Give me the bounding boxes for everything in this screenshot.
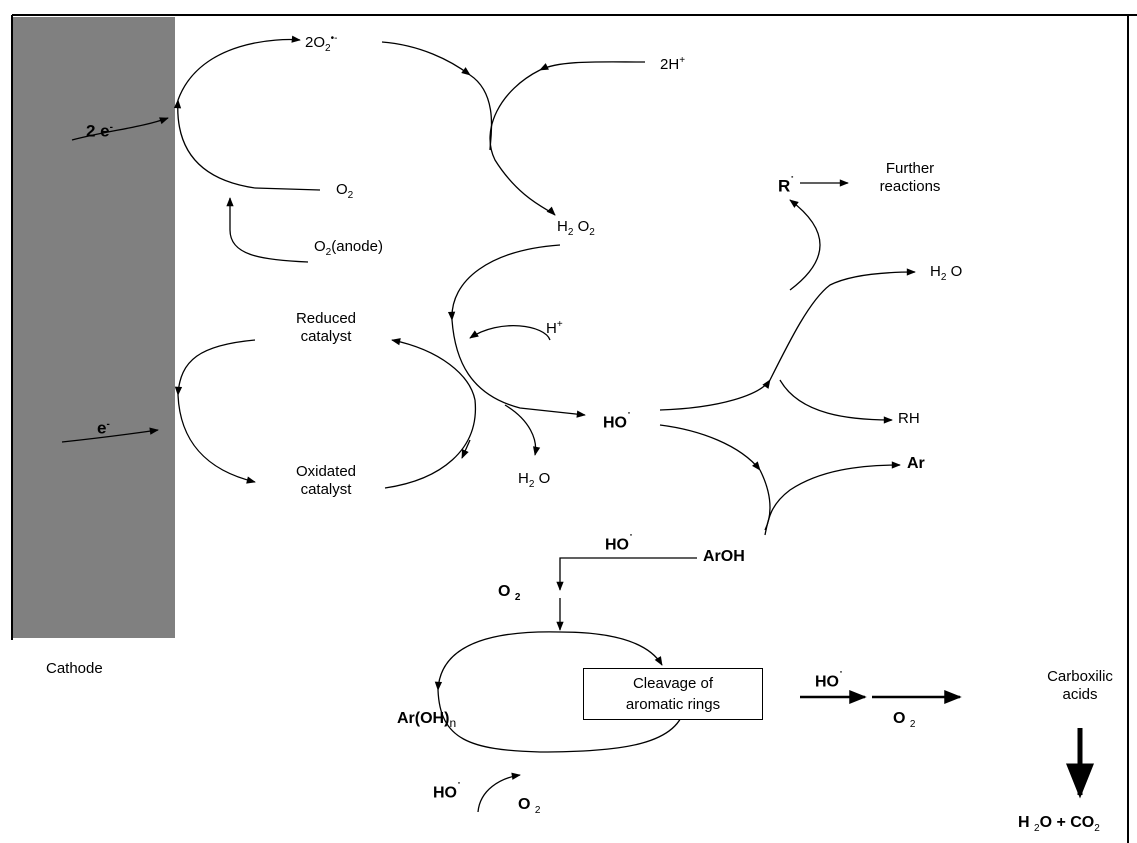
arc-reduced-out [391,338,476,401]
label-o2-bottom: O 2 [518,796,541,817]
label-cleavage: Cleavage of aromatic rings [625,675,721,713]
label-o2-right: O 2 [893,710,916,731]
label-oxidated-catalyst: Oxidated catalyst [295,463,357,498]
label-reduced-catalyst: Reduced catalyst [295,310,357,345]
label-2o2-radical: 2O2•- [305,33,338,54]
arc-cleavage-top-right [559,631,663,666]
arrow-rh [779,379,893,424]
arrow-h2o-right [769,268,916,381]
arc-to-2o2 [177,35,301,101]
line-o2-top [254,187,321,191]
label-e: e- [97,418,110,438]
arrow-e-in [61,427,159,443]
label-2h-plus: 2H+ [660,55,686,73]
label-ho-radical-main: HO˙ [603,410,631,432]
label-final-products: H 2O + CO2 [1018,814,1100,835]
arc-cleavage-bottom-left [437,689,541,753]
label-rh: RH [898,410,920,427]
arrowhead-oxidated [461,439,471,459]
cathode-electrode [13,17,175,638]
arrow-h-plus [469,325,551,341]
label-h2o2: H2 O2 [557,218,595,238]
label-cathode: Cathode [46,660,103,677]
arc-h2o2-down [447,244,561,321]
label-ho-radical-bottom: HO˙ [433,780,461,802]
arrow-o2-bottom [477,772,521,813]
arc-o2-in [173,99,256,189]
arrow-r-radical [789,199,821,291]
label-h2o-right: H2 O [930,263,963,283]
arrow-aroh-ho [556,557,697,591]
arrow-to-ho [451,319,586,418]
arc-ho-down [659,424,761,471]
arc-h2o2-top [469,74,493,151]
label-o2-top: O2 [336,181,354,201]
label-h-plus: H+ [546,319,563,337]
label-ar: Ar [907,455,925,472]
label-ar-oh-n: Ar(OH)n [397,710,457,731]
box-cleavage-aromatic-rings: Cleavage of aromatic rings [583,668,763,720]
label-further-reactions: Further reactions [879,160,941,195]
label-ho-radical-right: HO˙ [815,669,843,691]
arrow-h2o-left [504,404,541,456]
label-carboxilic-acids: Carboxilic acids [1047,668,1113,703]
label-h2o-left: H2 O [518,470,551,490]
arc-reduced-in [174,339,256,396]
arrow-ar [764,461,901,536]
arc-cleavage-top-left [434,631,561,691]
label-ho-radical-aroh: HO˙ [605,532,633,554]
arc-to-h2o2 [489,69,556,216]
label-o2-anode: O2(anode) [314,238,383,258]
label-2e: 2 e- [86,121,113,141]
label-aroh: ArOH [703,548,745,565]
arrow-o2-anode [226,197,309,263]
arc-2o2-out [381,41,471,76]
label-r-radical: R˙ [778,174,795,196]
label-o2-mid: O 2 [498,583,521,604]
arc-oxidated-out [177,394,256,484]
arrow-2e-in [71,117,169,141]
arc-ho-up [659,379,771,411]
arc-oxidated-in [384,399,477,489]
arrow-2h-plus [539,61,646,71]
